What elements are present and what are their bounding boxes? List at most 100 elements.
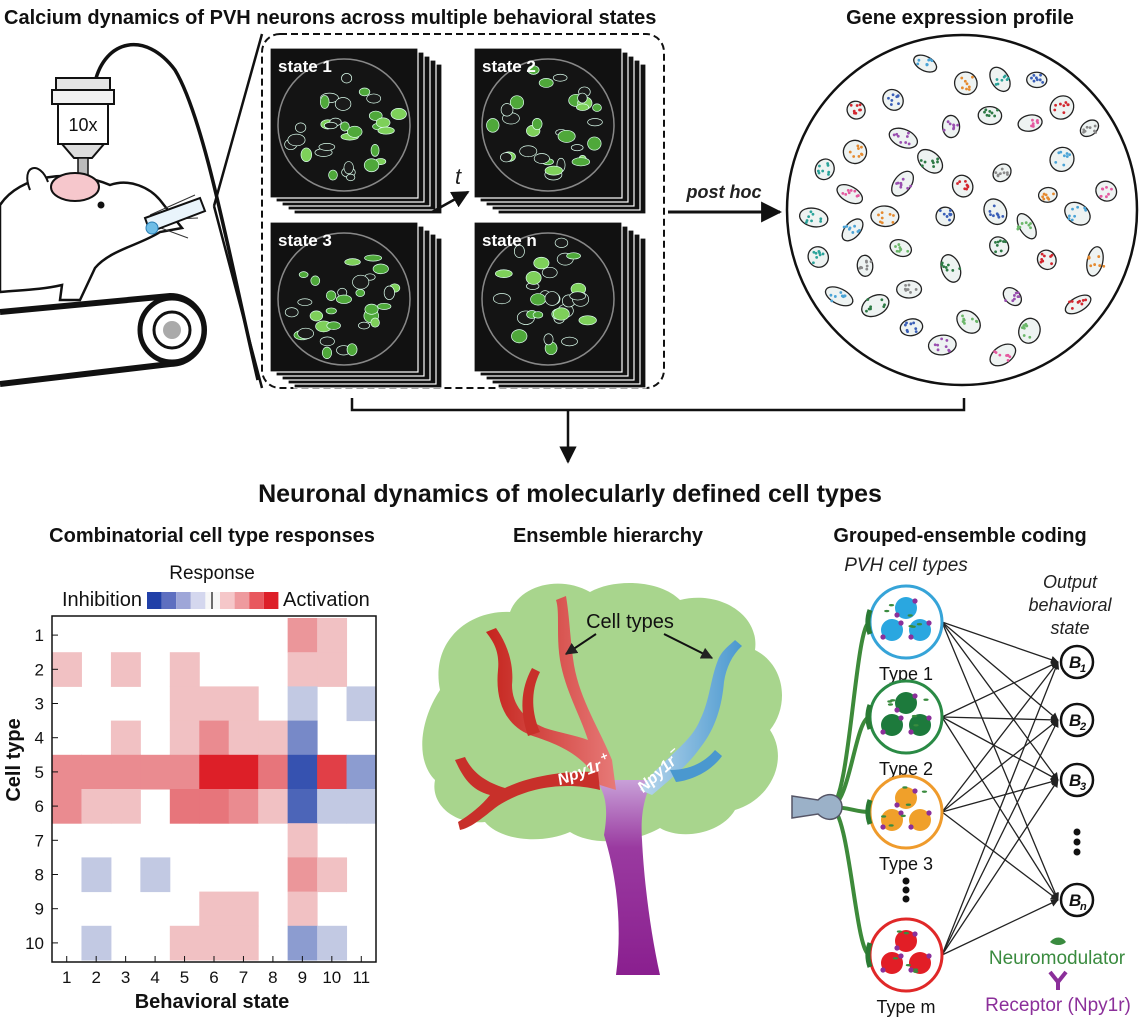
heatmap-cell [81,789,112,824]
transcript-dot [897,243,901,246]
neuron [390,108,407,120]
transcript-dot [942,212,946,216]
cell-body [895,930,917,952]
cell-body [895,787,917,809]
cell [951,174,974,198]
state-label: state 1 [278,57,332,76]
transcript-dot [960,76,964,80]
neuron [587,118,603,127]
transcript-dot [880,298,884,302]
transcript-dot [857,229,861,232]
neuromodulator-dot [892,957,899,960]
tree-twig-left [522,668,540,736]
transcript-dot [936,343,940,347]
transcript-dot [994,171,998,174]
neuromodulator-dot [916,623,923,626]
transcript-dot [1005,171,1009,175]
cell-body [881,809,903,831]
cell [1016,212,1037,240]
type-label: Type 3 [879,854,933,874]
transcript-dot [1002,171,1006,175]
cell [983,198,1008,226]
x-tick-label: 7 [239,968,248,987]
transcript-dot [1022,334,1026,337]
cell-body [881,952,903,974]
transcript-dot [892,133,896,137]
state-label: state 2 [482,57,536,76]
neuron [318,143,336,151]
calcium-title: Calcium dynamics of PVH neurons across m… [4,7,656,29]
neuron [295,122,307,133]
receptor-icon [1048,970,1068,990]
transcript-dot [920,164,924,168]
heatmap-cell [169,754,200,790]
transcript-dot [810,219,813,223]
heatmap-cell [317,925,348,961]
objective-icon: 10x [51,77,115,181]
transcript-dot [907,131,910,135]
transcript-dot [1094,131,1098,134]
neuron [366,93,382,104]
transcript-dot [891,93,895,97]
transcript-dot [960,86,964,90]
neuron [532,311,544,319]
neuron [355,289,366,297]
heatmap-cell [287,789,318,824]
neuron [370,317,380,328]
imaging-stack-4: state n [473,221,647,389]
transcript-dot [889,103,893,106]
transcript-dot [880,211,884,215]
neuron [346,125,363,138]
tree-title: Ensemble hierarchy [513,525,704,547]
imaging-stack-3: state 3 [269,221,443,389]
transcript-dot [892,214,895,217]
transcript-dot [1085,125,1089,129]
heatmap-cell [199,720,230,756]
treadmill [0,292,207,387]
ellipsis-dot [902,886,910,894]
output-label-line1: Output [1043,572,1098,592]
transcript-dot [927,58,931,62]
transcript-dot [963,79,967,83]
transcript-dot [965,187,968,191]
receptor-dot [898,953,904,959]
receptor-dot [908,824,914,830]
transcript-dot [945,268,949,272]
transcript-dot [1038,78,1042,82]
heatmap-cell [81,857,112,893]
heatmap-cell [140,754,171,790]
neuron [513,244,525,258]
mouse-headcap [50,172,100,202]
neuron [500,152,513,163]
neuron [500,103,514,117]
output-node [1059,882,1095,918]
transcript-dot [887,96,890,100]
colorbar-swatch [234,592,250,609]
heatmap-cell [199,891,230,927]
transcript-dot [1084,208,1088,212]
colorbar-swatch [147,592,162,609]
y-tick-label: 3 [35,695,44,714]
edge-arrow [941,621,1059,721]
heatmap-cell [169,925,200,961]
transcript-dot [907,142,911,146]
neuron [298,271,309,278]
transcript-dot [993,114,997,118]
transcript-dot [814,251,818,255]
transcript-dot [919,159,923,162]
transcript-dot [985,113,989,117]
transcript-dot [809,210,813,214]
transcript-dot [909,184,913,188]
transcript-dot [1105,185,1108,189]
cell [870,205,900,228]
heatmap-cell [81,754,112,790]
neuron [358,87,371,97]
neuron [566,252,581,260]
transcript-dot [1073,214,1077,218]
transcript-dot [938,209,942,213]
edge-arrow [941,621,1059,781]
transcript-dot [1070,306,1074,310]
transcript-dot [948,122,952,126]
neuromodulator-dot [912,968,919,971]
transcript-dot [1062,111,1066,115]
